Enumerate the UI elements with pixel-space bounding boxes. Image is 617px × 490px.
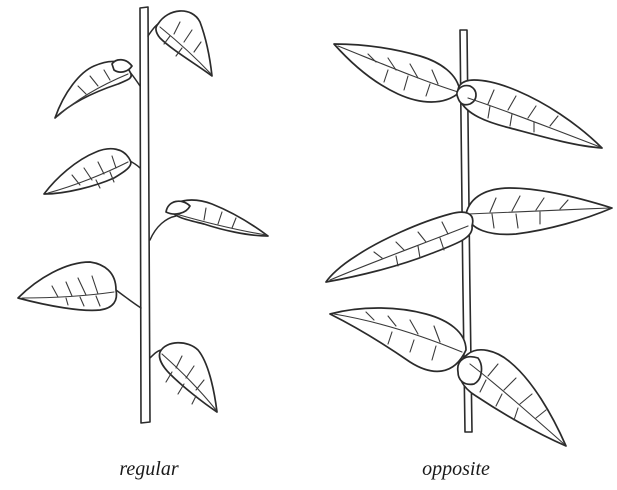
regular-label: regular xyxy=(119,458,178,481)
opposite-leaf-middle-right xyxy=(466,188,612,234)
opposite-leaf-bottom-right xyxy=(458,350,566,446)
regular-arrangement-plant xyxy=(18,7,268,423)
opposite-label: opposite xyxy=(422,458,490,481)
regular-stem xyxy=(140,7,150,423)
opposite-leaf-top-left xyxy=(334,44,460,102)
regular-leaf-4 xyxy=(150,200,268,240)
regular-leaf-6 xyxy=(150,343,217,412)
opposite-leaf-top-right xyxy=(457,80,602,148)
regular-leaf-2 xyxy=(55,60,140,118)
regular-leaf-1 xyxy=(148,11,212,76)
regular-leaf-5 xyxy=(18,262,141,310)
opposite-leaf-middle-left xyxy=(326,212,473,282)
opposite-leaf-bottom-left xyxy=(330,308,466,371)
regular-leaf-3 xyxy=(44,149,140,194)
opposite-arrangement-plant xyxy=(326,30,612,446)
